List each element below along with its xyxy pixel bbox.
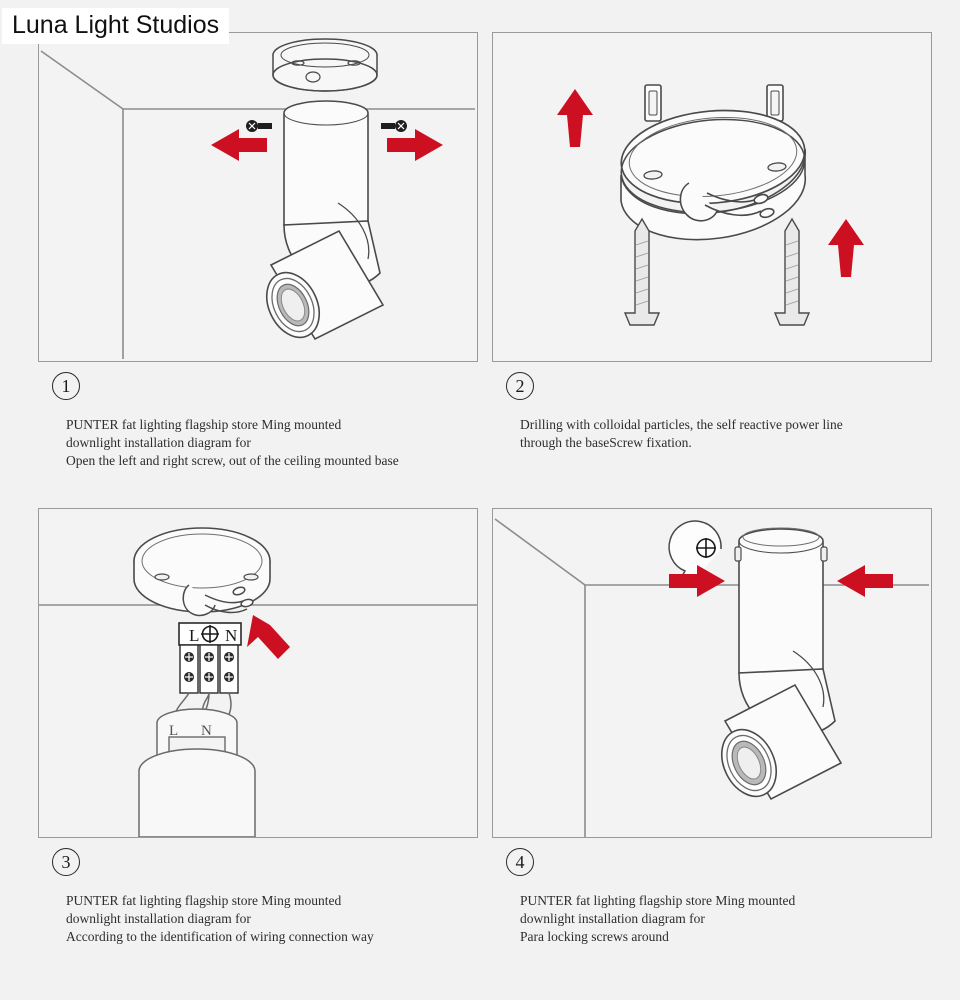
step-1-line-1: PUNTER fat lighting flagship store Ming …	[66, 417, 342, 432]
step-4-line-2: downlight installation diagram for	[520, 910, 705, 926]
fixture-label-n: N	[201, 723, 212, 739]
step-panel-1: 1 PUNTER fat lighting flagship store Min…	[38, 32, 478, 470]
step-panel-4: 4 PUNTER fat lighting flagship store Min…	[492, 508, 932, 946]
screw-callout-balloon	[668, 520, 722, 583]
ceiling-wall-corner	[40, 50, 475, 359]
step-4-line-3: Para locking screws around	[520, 928, 669, 944]
step-1-line-2: downlight installation diagram for	[66, 434, 251, 450]
step-1-caption: 1 PUNTER fat lighting flagship store Min…	[38, 372, 478, 470]
step-4-illustration	[494, 518, 929, 837]
step-4-figure	[492, 508, 932, 838]
watermark-label: Luna Light Studios	[2, 8, 230, 45]
step-3-text: PUNTER fat lighting flagship store Ming …	[52, 892, 478, 946]
right-screw-icon	[381, 120, 407, 132]
step-4-text: PUNTER fat lighting flagship store Ming …	[506, 892, 932, 946]
spotlight-lamp-head	[265, 229, 385, 341]
step-1-text: PUNTER fat lighting flagship store Ming …	[52, 416, 478, 470]
step-number-badge-3: 3	[52, 848, 80, 876]
wall-anchor-right	[766, 84, 784, 122]
fixture-top-housing: L N	[138, 708, 256, 837]
step-2-line-2: through the baseScrew fixation.	[520, 434, 692, 450]
screw-right	[773, 217, 811, 326]
terminal-label-n: N	[225, 626, 237, 645]
upper-left-red-arrow	[557, 89, 593, 147]
left-red-arrow-inward	[669, 565, 725, 597]
screw-left	[623, 217, 661, 326]
step-1-line-3: Open the left and right screw, out of th…	[66, 452, 399, 468]
right-red-arrow	[387, 129, 443, 161]
step-3-line-1: PUNTER fat lighting flagship store Ming …	[66, 893, 342, 908]
red-arrow-pointing-to-base	[247, 615, 290, 659]
step-3-line-2: downlight installation diagram for	[66, 910, 251, 926]
step-3-figure: L N	[38, 508, 478, 838]
step-number-badge-1: 1	[52, 372, 80, 400]
spotlight-cylinder-body	[283, 100, 369, 226]
terminal-label-l: L	[189, 626, 199, 645]
left-screw-icon	[246, 120, 272, 132]
mounting-base-disc	[620, 109, 807, 241]
spotlight-lamp-head	[720, 683, 843, 801]
step-2-figure	[492, 32, 932, 362]
step-2-text: Drilling with colloidal particles, the s…	[506, 416, 932, 452]
step-4-caption: 4 PUNTER fat lighting flagship store Min…	[492, 848, 932, 946]
step-2-caption: 2 Drilling with colloidal particles, the…	[492, 372, 932, 452]
terminal-earth-symbol	[201, 625, 219, 643]
step-number-badge-2: 2	[506, 372, 534, 400]
step-3-line-3: According to the identification of wirin…	[66, 928, 374, 944]
fixture-label-l: L	[169, 723, 178, 739]
step-1-illustration	[40, 38, 475, 359]
ceiling-mounted-base-disc	[272, 38, 378, 92]
step-2-line-1: Drilling with colloidal particles, the s…	[520, 417, 843, 432]
wall-anchor-left	[644, 84, 662, 122]
power-wires	[679, 182, 775, 222]
step-3-caption: 3 PUNTER fat lighting flagship store Min…	[38, 848, 478, 946]
step-2-illustration	[557, 84, 864, 326]
spotlight-cylinder-body	[734, 527, 828, 674]
left-red-arrow	[211, 129, 267, 161]
step-number-badge-4: 4	[506, 848, 534, 876]
lower-right-red-arrow	[828, 219, 864, 277]
step-4-line-1: PUNTER fat lighting flagship store Ming …	[520, 893, 796, 908]
step-3-illustration: L N	[39, 527, 477, 837]
mounting-base-disc	[133, 527, 271, 613]
base-wires	[182, 584, 254, 617]
right-red-arrow-inward	[837, 565, 893, 597]
terminal-block: L N	[178, 622, 242, 694]
step-1-figure	[38, 32, 478, 362]
step-panel-3: L N	[38, 508, 478, 946]
terminal-screws	[184, 652, 234, 682]
step-panel-2: 2 Drilling with colloidal particles, the…	[492, 32, 932, 452]
